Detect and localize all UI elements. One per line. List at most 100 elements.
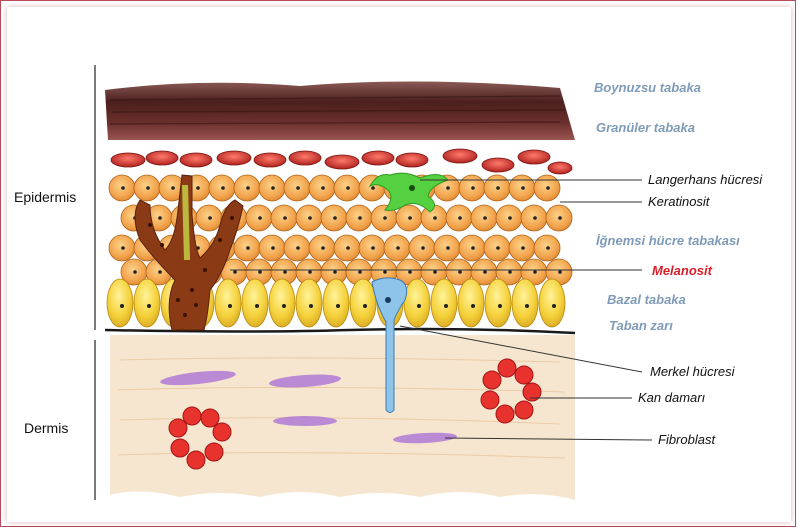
- cell-nucleus: [446, 246, 450, 250]
- cell-nucleus: [282, 304, 286, 308]
- cell-nucleus: [255, 304, 259, 308]
- cell-nucleus: [533, 216, 537, 220]
- cell-nucleus: [120, 304, 124, 308]
- cell-nucleus: [508, 216, 512, 220]
- cell-nucleus: [283, 216, 287, 220]
- cell-nucleus: [346, 246, 350, 250]
- cell-nucleus: [363, 304, 367, 308]
- cell-nucleus: [383, 216, 387, 220]
- cell-nucleus: [221, 186, 225, 190]
- cell-nucleus: [483, 216, 487, 220]
- cell-nucleus: [258, 270, 262, 274]
- cell-nucleus: [446, 186, 450, 190]
- basal-cell: [350, 279, 376, 327]
- basal-cell: [242, 279, 268, 327]
- cell-nucleus: [228, 304, 232, 308]
- cell-nucleus: [483, 270, 487, 274]
- label-taban: Taban zarı: [609, 318, 673, 333]
- cell-nucleus: [358, 270, 362, 274]
- cell-nucleus: [521, 246, 525, 250]
- basal-cell: [269, 279, 295, 327]
- cell-nucleus: [558, 270, 562, 274]
- cell-nucleus: [346, 186, 350, 190]
- cell-nucleus: [308, 216, 312, 220]
- cell-nucleus: [358, 216, 362, 220]
- cell-nucleus: [408, 216, 412, 220]
- cell-nucleus: [121, 246, 125, 250]
- cell-nucleus: [258, 216, 262, 220]
- cell-nucleus: [421, 246, 425, 250]
- label-melanosit: Melanosit: [652, 263, 712, 278]
- cell-nucleus: [309, 304, 313, 308]
- cell-nucleus: [133, 270, 137, 274]
- cell-nucleus: [498, 304, 502, 308]
- cell-nucleus: [321, 246, 325, 250]
- cell-nucleus: [283, 270, 287, 274]
- cell-nucleus: [396, 246, 400, 250]
- cell-nucleus: [147, 304, 151, 308]
- basal-cell: [215, 279, 241, 327]
- label-langerhans: Langerhans hücresi: [648, 172, 762, 187]
- cell-nucleus: [417, 304, 421, 308]
- cell-nucleus: [496, 246, 500, 250]
- cell-nucleus: [308, 270, 312, 274]
- cell-nucleus: [546, 246, 550, 250]
- cell-nucleus: [558, 216, 562, 220]
- cell-nucleus: [333, 216, 337, 220]
- label-merkel: Merkel hücresi: [650, 364, 735, 379]
- cell-nucleus: [458, 216, 462, 220]
- corneum-layer: [105, 81, 575, 140]
- basal-cell: [458, 279, 484, 327]
- cell-nucleus: [471, 246, 475, 250]
- cell-nucleus: [533, 270, 537, 274]
- cell-nucleus: [321, 186, 325, 190]
- cell-nucleus: [471, 304, 475, 308]
- cell-nucleus: [433, 270, 437, 274]
- basal-cell: [107, 279, 133, 327]
- cell-nucleus: [471, 186, 475, 190]
- cell-nucleus: [121, 186, 125, 190]
- epidermis-label: Epidermis: [14, 189, 76, 205]
- basal-cell: [323, 279, 349, 327]
- cell-nucleus: [552, 304, 556, 308]
- cell-nucleus: [246, 186, 250, 190]
- cell-nucleus: [496, 186, 500, 190]
- cell-nucleus: [246, 246, 250, 250]
- cell-nucleus: [271, 246, 275, 250]
- cell-nucleus: [233, 270, 237, 274]
- cell-nucleus: [296, 246, 300, 250]
- basal-cell: [134, 279, 160, 327]
- cell-nucleus: [521, 186, 525, 190]
- cell-nucleus: [196, 186, 200, 190]
- label-keratinosit: Keratinosit: [648, 194, 709, 209]
- cell-nucleus: [383, 270, 387, 274]
- cell-nucleus: [546, 186, 550, 190]
- cell-nucleus: [271, 186, 275, 190]
- dermis-label: Dermis: [24, 420, 68, 436]
- basal-cell: [512, 279, 538, 327]
- cell-nucleus: [158, 270, 162, 274]
- label-granuler: Granüler tabaka: [596, 120, 695, 135]
- label-bazal: Bazal tabaka: [607, 292, 686, 307]
- label-fibroblast: Fibroblast: [658, 432, 715, 447]
- basal-cell: [485, 279, 511, 327]
- cell-nucleus: [371, 246, 375, 250]
- label-kan: Kan damarı: [638, 390, 705, 405]
- cell-nucleus: [296, 186, 300, 190]
- cell-nucleus: [146, 186, 150, 190]
- basal-cell: [296, 279, 322, 327]
- cell-nucleus: [508, 270, 512, 274]
- label-ignemsi: İğnemsi hücre tabakası: [596, 233, 740, 248]
- cell-nucleus: [371, 186, 375, 190]
- cell-nucleus: [158, 216, 162, 220]
- cell-nucleus: [433, 216, 437, 220]
- cell-nucleus: [458, 270, 462, 274]
- label-boynuzsu: Boynuzsu tabaka: [594, 80, 701, 95]
- basal-cell: [431, 279, 457, 327]
- granular-layer: [111, 149, 572, 174]
- cell-nucleus: [525, 304, 529, 308]
- cell-nucleus: [171, 186, 175, 190]
- cell-nucleus: [408, 270, 412, 274]
- basal-cell: [404, 279, 430, 327]
- cell-nucleus: [444, 304, 448, 308]
